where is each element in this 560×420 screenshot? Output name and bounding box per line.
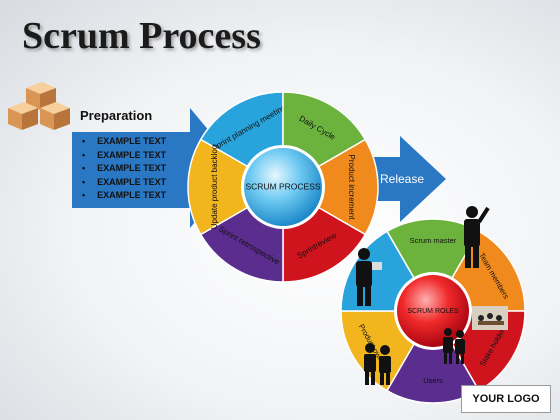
users-persons-icon (364, 343, 391, 385)
wheel-center (244, 148, 322, 226)
wheel-segment-label: Scrum master (410, 236, 457, 245)
wheel-segment-label: Update product backlog (210, 145, 219, 230)
preparation-heading: Preparation (80, 108, 153, 123)
wheel-center-label: SCRUM PROCESS (245, 181, 320, 191)
preparation-item: EXAMPLE TEXT (82, 149, 166, 163)
preparation-list: EXAMPLE TEXT EXAMPLE TEXT EXAMPLE TEXT E… (82, 135, 166, 203)
product-owner-person-icon (356, 248, 382, 306)
wheel-segment-label: Product increment (347, 155, 356, 221)
wheel-segment-label: Users (423, 376, 443, 385)
stake-holders-persons-icon (443, 328, 465, 364)
wheel-center (397, 275, 469, 347)
release-label: Release (380, 172, 425, 186)
scrum-master-person-icon (464, 206, 490, 268)
logo-placeholder: YOUR LOGO (461, 385, 551, 413)
preparation-item: EXAMPLE TEXT (82, 189, 166, 203)
wheel-center-label: SCRUM ROLES (407, 308, 459, 315)
boxes-icon (8, 82, 70, 130)
preparation-item: EXAMPLE TEXT (82, 162, 166, 176)
preparation-item: EXAMPLE TEXT (82, 135, 166, 149)
preparation-item: EXAMPLE TEXT (82, 176, 166, 190)
page-title: Scrum Process (22, 15, 261, 57)
team-members-photo-icon (472, 306, 508, 330)
